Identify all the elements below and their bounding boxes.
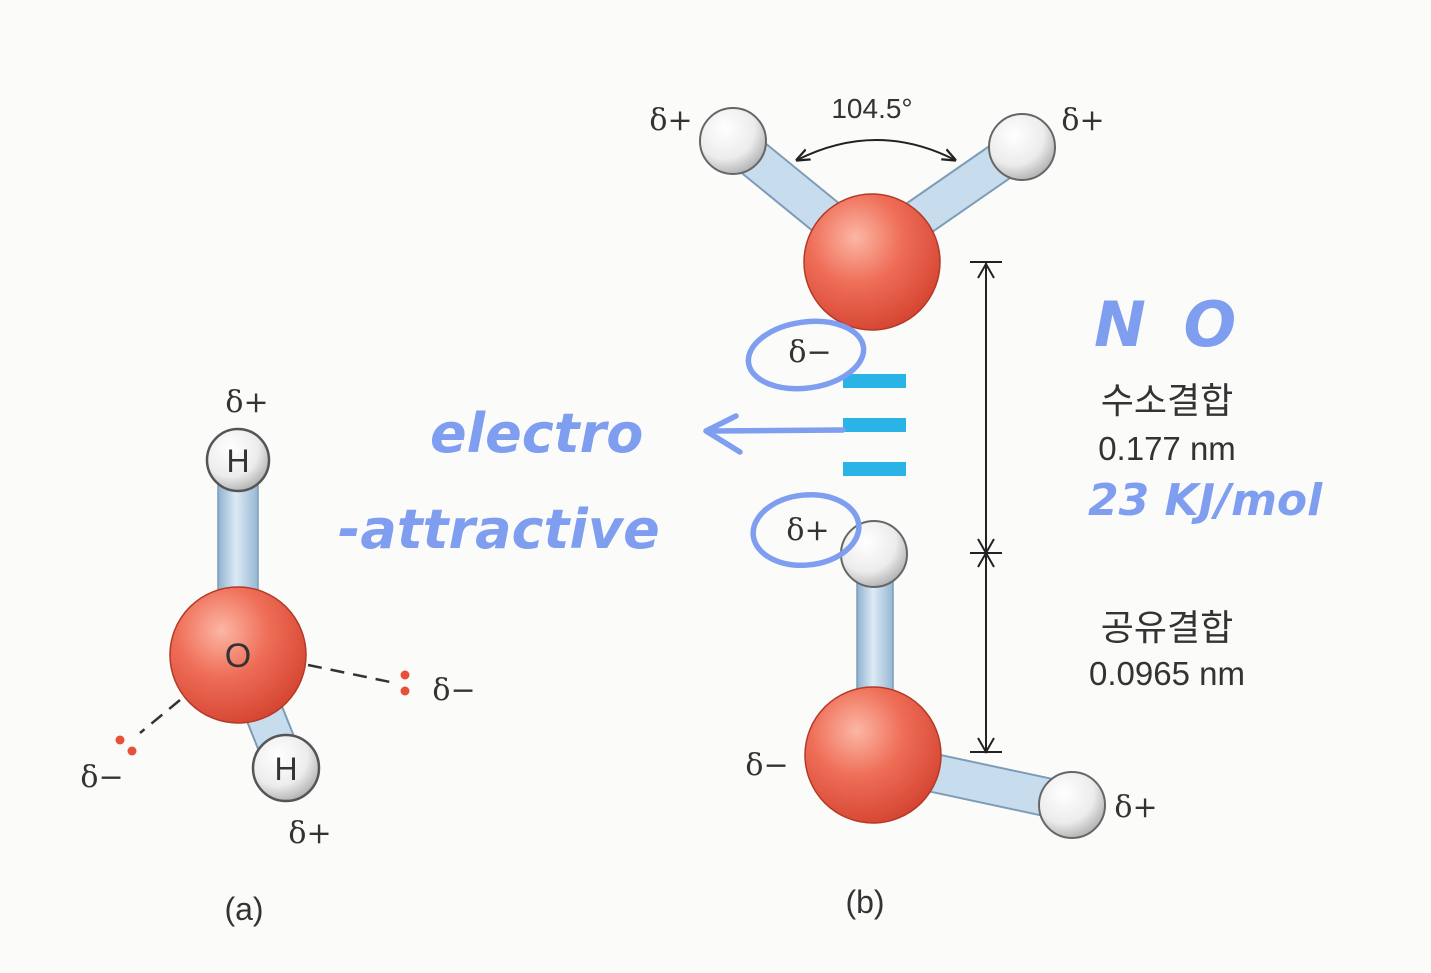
hydrogen-bond-length: 0.177 nm xyxy=(1098,430,1236,467)
hydrogen-bond-dash xyxy=(843,374,906,388)
charge-lone-pair-right: δ− xyxy=(432,673,475,708)
atom-o-label: O xyxy=(225,637,251,675)
lone-pair-line-right xyxy=(307,663,396,685)
atom-top-h-right xyxy=(988,113,1056,181)
charge-bottom-h-right: δ+ xyxy=(1114,790,1157,825)
lone-pair-dot xyxy=(127,746,137,756)
covalent-bond-label: 공유결합 xyxy=(1101,607,1233,648)
lone-pair-dot xyxy=(400,670,410,680)
atom-h-bottom-label: H xyxy=(274,751,297,787)
handwritten-annotations: electro -attractive N O 23 KJ/mol xyxy=(338,288,1323,568)
hand-energy: 23 KJ/mol xyxy=(1088,475,1323,526)
lone-pair-dot xyxy=(115,735,125,745)
covalent-bond-length: 0.0965 nm xyxy=(1089,655,1245,692)
bond-oh-top xyxy=(217,479,259,601)
hand-arrow xyxy=(703,413,846,455)
charge-top-h-right: δ+ xyxy=(1061,103,1104,138)
charge-top-o: δ− xyxy=(788,335,831,370)
hydrogen-bond-dash xyxy=(843,418,906,432)
atom-h-top xyxy=(205,427,271,493)
caption-a: (a) xyxy=(224,891,263,927)
hand-circle-delta-minus xyxy=(745,318,867,392)
charge-lone-pair-left: δ− xyxy=(80,760,123,795)
charge-bottom-h-top: δ+ xyxy=(786,513,829,548)
hand-electro: electro xyxy=(430,402,643,465)
atom-top-o xyxy=(803,193,941,331)
hand-elements: N O xyxy=(1094,288,1244,361)
caption-b: (b) xyxy=(845,884,884,920)
hydrogen-bond-dash xyxy=(843,462,906,476)
bond-bottom-right xyxy=(916,752,1064,818)
dimension-lines xyxy=(970,261,1002,755)
hydrogen-bond-label: 수소결합 xyxy=(1101,380,1233,421)
hand-attractive: -attractive xyxy=(338,498,660,561)
atom-bottom-h-top xyxy=(840,520,908,588)
charge-bottom-o: δ− xyxy=(745,748,788,783)
charge-h-bottom: δ+ xyxy=(288,816,331,851)
lone-pair-line-left xyxy=(139,699,181,734)
charge-top-h-left: δ+ xyxy=(649,103,692,138)
atom-h-top-label: H xyxy=(226,443,249,479)
atom-bottom-h-right xyxy=(1038,771,1106,839)
hand-circle-delta-plus xyxy=(750,492,862,568)
bond-angle-arrow xyxy=(797,139,955,160)
panel-a: O H H δ+ δ+ δ− δ− (a) xyxy=(80,385,475,927)
atom-h-bottom xyxy=(251,733,321,803)
lone-pair-dot xyxy=(400,686,410,696)
bond-angle-label: 104.5° xyxy=(831,93,912,124)
atom-o xyxy=(169,586,307,724)
charge-h-top: δ+ xyxy=(225,385,268,420)
atom-top-h-left xyxy=(699,107,767,175)
atom-bottom-o xyxy=(804,686,942,824)
